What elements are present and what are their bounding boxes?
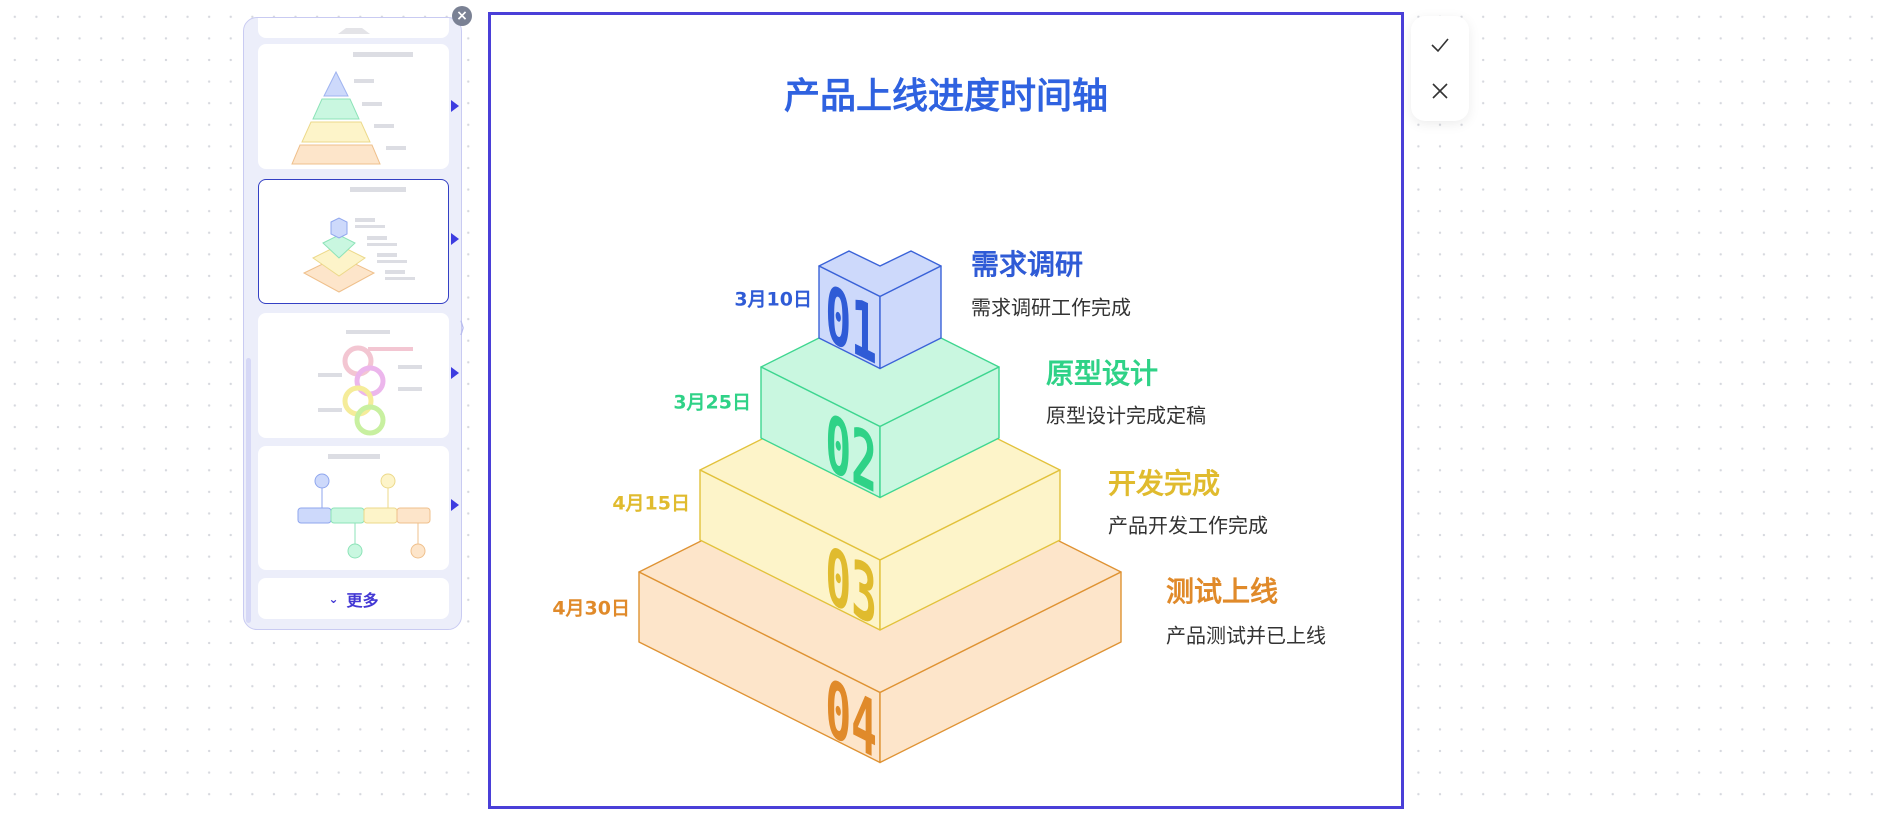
step-date: 4月30日 <box>552 597 630 620</box>
step-title: 需求调研 <box>971 248 1084 281</box>
step-description: 产品开发工作完成 <box>1108 513 1268 538</box>
page-title: 产品上线进度时间轴 <box>783 76 1108 117</box>
step-date: 3月10日 <box>734 288 812 311</box>
apply-arrow-icon[interactable] <box>451 367 459 379</box>
step-date: 3月25日 <box>673 391 751 414</box>
more-label: 更多 <box>346 590 379 610</box>
chevron-down-icon: ⌄ <box>328 591 339 606</box>
collapse-chevron-icon[interactable]: ⟩ <box>459 318 466 337</box>
close-icon <box>1432 83 1448 99</box>
confirm-button[interactable] <box>1425 30 1455 60</box>
template-card-isometric-steps[interactable] <box>258 179 449 304</box>
template-thumbnail <box>291 52 413 165</box>
step-date: 4月15日 <box>612 492 690 515</box>
check-icon <box>1431 38 1449 53</box>
apply-arrow-icon[interactable] <box>451 100 459 112</box>
template-card-horizontal-timeline[interactable] <box>258 446 449 570</box>
step-title: 原型设计 <box>1046 357 1159 390</box>
template-card-triangle-pyramid[interactable] <box>258 44 449 169</box>
step-description: 原型设计完成定稿 <box>1046 403 1206 428</box>
template-thumbnail <box>297 454 431 559</box>
step-description: 产品测试并已上线 <box>1166 623 1326 648</box>
step-title: 测试上线 <box>1166 575 1279 608</box>
step-title: 开发完成 <box>1108 467 1221 500</box>
panel-scrollbar[interactable] <box>246 358 251 623</box>
apply-arrow-icon[interactable] <box>451 233 459 245</box>
close-panel-button[interactable]: × <box>452 6 472 26</box>
step-description: 需求调研工作完成 <box>971 295 1131 320</box>
cancel-button[interactable] <box>1425 76 1455 106</box>
template-thumbnail <box>302 187 415 293</box>
selected-canvas-frame[interactable]: 产品上线进度时间轴 <box>488 12 1404 809</box>
confirm-cancel-toolbar <box>1411 16 1469 121</box>
template-card-partial[interactable] <box>258 18 449 38</box>
template-panel: ⌄ 更多 <box>243 17 462 630</box>
apply-arrow-icon[interactable] <box>451 499 459 511</box>
template-thumbnail <box>318 330 422 436</box>
template-thumbnail <box>338 28 370 34</box>
more-templates-button[interactable]: ⌄ 更多 <box>258 578 449 619</box>
template-card-s-curve[interactable] <box>258 313 449 438</box>
